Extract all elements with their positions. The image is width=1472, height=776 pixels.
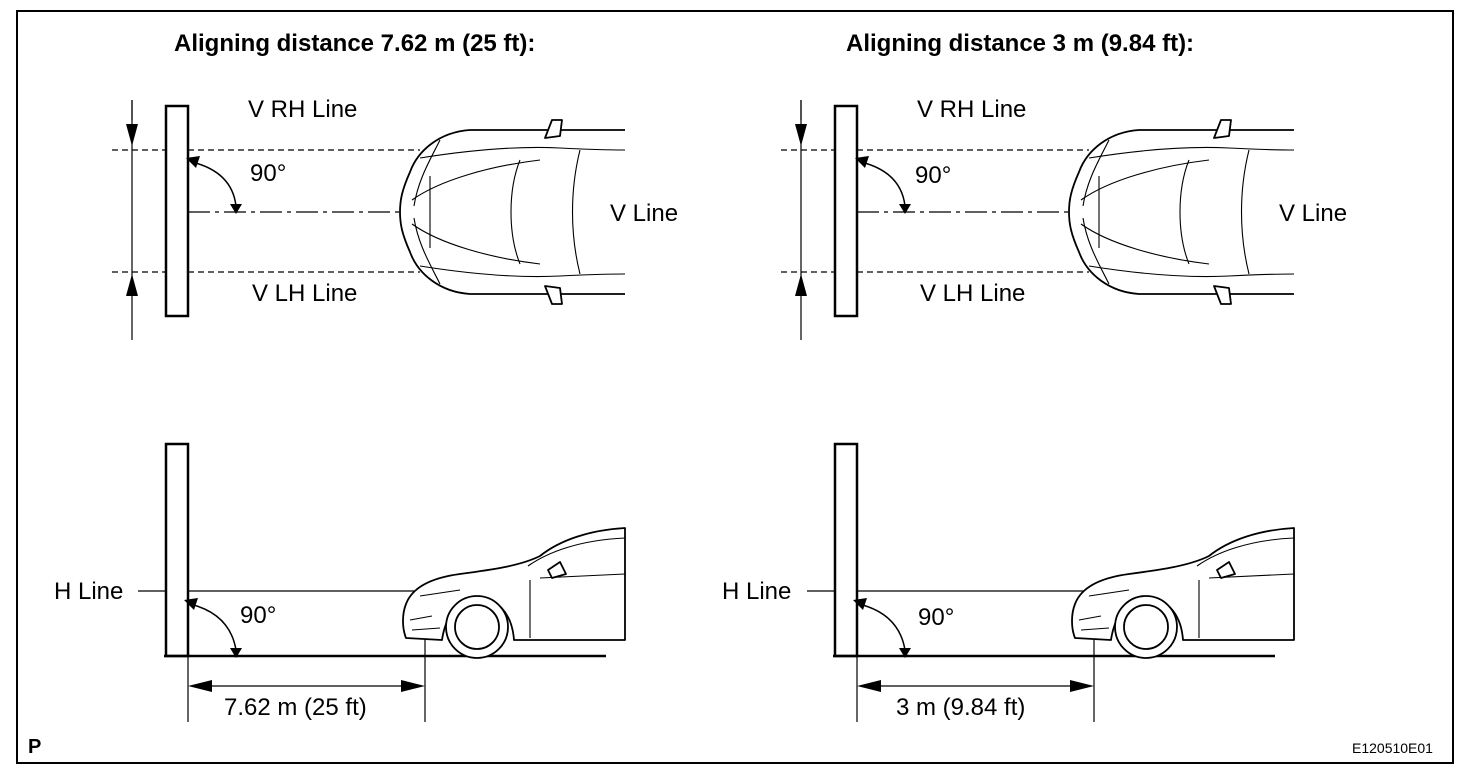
left-side-angle-label: 90° (240, 602, 277, 629)
left-v-rh-line-label: V RH Line (248, 96, 358, 123)
right-panel-title: Aligning distance 3 m (9.84 ft): (846, 30, 1195, 57)
right-side-angle-label: 90° (918, 604, 955, 631)
left-distance-label: 7.62 m (25 ft) (224, 694, 367, 721)
side-view-right (807, 442, 1295, 722)
left-v-lh-line-label: V LH Line (252, 280, 358, 307)
right-h-line-label: H Line (722, 578, 792, 605)
top-view-left (110, 98, 627, 342)
corner-label-p: P (28, 736, 42, 758)
side-view-left (136, 442, 627, 724)
figure-id-label: E120510E01 (1352, 740, 1433, 756)
figure-frame (16, 10, 1454, 764)
right-v-line-label: V Line (1279, 200, 1348, 227)
right-v-lh-line-label: V LH Line (920, 280, 1026, 307)
left-top-angle-label: 90° (250, 160, 287, 187)
right-distance-label: 3 m (9.84 ft) (896, 694, 1026, 721)
left-v-line-label: V Line (610, 200, 679, 227)
right-v-rh-line-label: V RH Line (917, 96, 1027, 123)
left-h-line-label: H Line (54, 578, 124, 605)
left-panel-title: Aligning distance 7.62 m (25 ft): (174, 30, 536, 57)
top-view-right (779, 98, 1296, 342)
right-top-angle-label: 90° (915, 162, 952, 189)
